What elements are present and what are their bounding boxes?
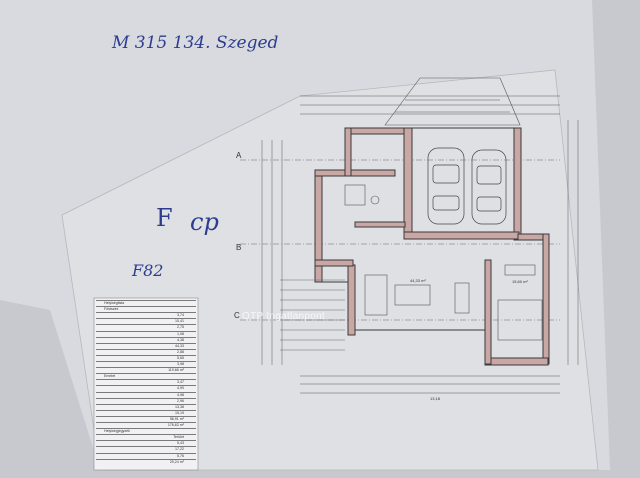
table-cell-value: 13,38 [175, 404, 184, 409]
furniture [344, 184, 543, 341]
table-cell-value: 17,22 [175, 447, 184, 452]
terrace-hatching [280, 279, 345, 351]
table-row: Terület [96, 434, 196, 442]
table-cell-value: 3,47 [177, 380, 184, 385]
table-row: 4,90 [96, 385, 196, 393]
table-row: 56,91 m² [96, 415, 196, 424]
table-cell-value: 3,74 [177, 313, 184, 318]
table-row: 1,08 [96, 330, 196, 339]
roof-outline [384, 77, 521, 126]
table-row: 3,74 [96, 312, 196, 320]
table-cell-value: 4,98 [177, 392, 184, 397]
table-cell-value: 1,08 [177, 331, 184, 336]
table-cell-value: 2,96 [177, 398, 184, 403]
garage-cars [427, 147, 507, 225]
table-row: Emelet [96, 373, 196, 381]
header-note: M 315 134. Szeged [111, 33, 279, 53]
table-cell-value: 2,88 [177, 349, 184, 354]
table-cell-value: 2,75 [177, 325, 184, 330]
table-row: 44,33 [96, 342, 196, 351]
watermark-text: OTP Ingatlanpont [242, 311, 326, 322]
axis-label-b: B [236, 243, 241, 252]
table-row: 119,66 m² [96, 367, 196, 375]
table-cell-value: 5,65 [177, 355, 184, 360]
table-cell-label: Helyiségjegyzék [104, 429, 130, 434]
table-cell-value: 119,66 m² [168, 368, 184, 373]
table-row: 176,63 m² [96, 422, 196, 430]
building-walls [314, 127, 550, 366]
table-row: 2,96 [96, 397, 196, 406]
table-cell-value: 5,76 [177, 453, 184, 458]
table-row: Helyiségjegyzék [96, 428, 196, 436]
table-cell-value: Terület [173, 435, 184, 440]
initials-note: cp [190, 208, 219, 236]
table-cell-value: 4,90 [177, 386, 184, 391]
table-cell-label: Emelet [104, 374, 116, 379]
table-row: 5,76 [96, 452, 196, 461]
block-letter-note: F [156, 204, 173, 232]
table-cell-label: Helyiséglista [104, 301, 125, 305]
table-row: 10,41 [96, 318, 196, 326]
grid-axes [240, 159, 560, 321]
room-schedule-sheet [93, 297, 199, 471]
axis-label-a: A [236, 151, 242, 160]
table-cell-value: 56,91 m² [169, 416, 184, 421]
table-row: 15,19 [96, 409, 196, 418]
table-row: 13,38 [96, 403, 196, 412]
table-row: 5,43 [96, 440, 196, 448]
table-row: 2,88 [96, 348, 196, 357]
table-cell-value: 5,43 [177, 441, 184, 446]
table-cell-label: Földszint [104, 307, 119, 312]
code-note: F82 [131, 261, 163, 280]
table-cell-value: 29,24 m² [169, 459, 184, 464]
table-row: Helyiséglista [96, 300, 196, 308]
room-area-bedroom: 15,60 m² [512, 279, 528, 284]
axis-label-c: C [234, 311, 240, 320]
table-row: 4,98 [96, 391, 196, 400]
room-area-living: 44,33 m² [410, 278, 426, 283]
table-row: 3,98 [96, 361, 196, 369]
table-row: 5,65 [96, 354, 196, 363]
table-row: 29,24 m² [96, 458, 196, 467]
dimension-lines [261, 95, 579, 394]
table-cell-value: 3,98 [177, 362, 184, 366]
table-cell-value: 15,19 [175, 410, 184, 415]
table-cell-value: 10,41 [175, 319, 184, 324]
table-row: 17,22 [96, 446, 196, 454]
table-row: 3,47 [96, 379, 196, 387]
table-row: 2,75 [96, 324, 196, 332]
table-cell-value: 176,63 m² [167, 423, 184, 427]
table-cell-value: 44,33 [175, 343, 184, 348]
table-cell-value: 4,38 [177, 337, 184, 342]
total-width-dimension: 13,18 [430, 396, 441, 401]
table-row: 4,38 [96, 336, 196, 345]
table-row: Földszint [96, 306, 196, 314]
table-cell-label [96, 460, 162, 467]
